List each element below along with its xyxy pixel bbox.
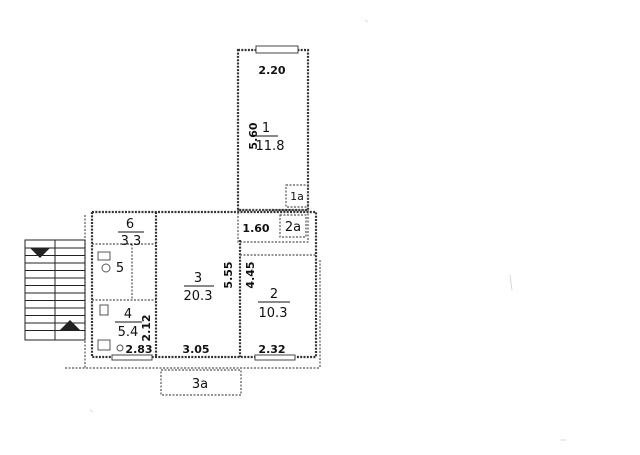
room-4-area: 5.4 <box>118 325 139 340</box>
dim-room-3-length: 5.55 <box>222 261 235 288</box>
dim-bottom-a: 2.83 <box>125 343 152 356</box>
dim-room-1-length: 5.60 <box>247 122 260 149</box>
room-2-number: 2 <box>270 287 278 302</box>
main-block-walls <box>90 210 318 359</box>
balcony-2a-label: 2a <box>285 220 301 235</box>
corridor-walls <box>237 209 309 243</box>
dim-bottom-c: 2.32 <box>258 343 285 356</box>
window-room-2-bottom <box>254 354 296 361</box>
window-room-3-bottom <box>111 354 153 361</box>
dim-room-2-length: 4.45 <box>244 261 257 288</box>
room-3-label: 3 20.3 <box>184 271 214 304</box>
room-4-label: 4 5.4 <box>115 307 142 340</box>
room-3-area: 20.3 <box>184 289 213 304</box>
balcony-1a-outline <box>285 184 309 208</box>
fixtures <box>97 251 124 352</box>
room-6-area: 3.3 <box>121 234 142 249</box>
room-5-number: 5 <box>116 261 124 276</box>
room-3-number: 3 <box>194 271 202 286</box>
dim-room-4-length: 2.12 <box>140 314 153 341</box>
room-6-label: 6 3.3 <box>118 217 144 249</box>
staircase <box>24 239 86 341</box>
room-6-number: 6 <box>126 217 134 232</box>
room-5-label: 5 <box>116 261 124 276</box>
dim-corridor-width: 1.60 <box>242 222 269 235</box>
scan-artifacts <box>89 19 566 441</box>
room-2-label: 2 10.3 <box>258 287 290 321</box>
dim-room-1-width: 2.20 <box>258 64 285 77</box>
room-1-label: 1 11.8 <box>256 121 285 154</box>
dim-bottom-b: 3.05 <box>182 343 209 356</box>
room-1-number: 1 <box>262 121 270 136</box>
balcony-3a-outline <box>160 369 242 396</box>
balcony-3a-label: 3a <box>192 377 208 392</box>
room-4-number: 4 <box>124 307 132 322</box>
window-room-1 <box>255 45 299 54</box>
balcony-1a-label: 1a <box>290 190 304 203</box>
room-2-area: 10.3 <box>259 306 288 321</box>
balcony-2a-outline <box>279 214 307 238</box>
room-1-area: 11.8 <box>256 139 285 154</box>
